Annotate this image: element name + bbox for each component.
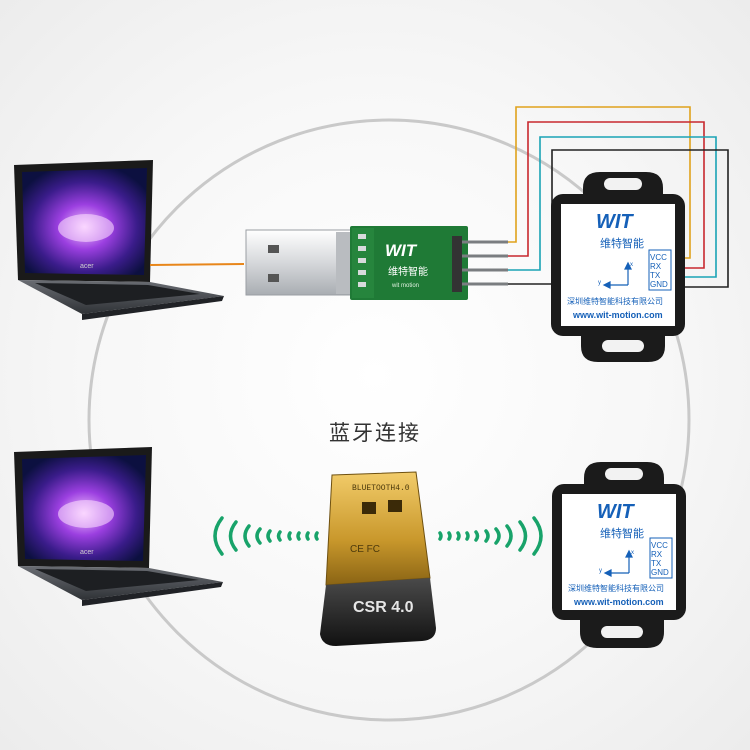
pin-rx-2: RX [651, 550, 663, 559]
axis-x-label-2: x [631, 550, 634, 556]
sensor-top: WIT 维特智能 VCC RX TX GND x y 深圳维特智能科技有限公司 … [551, 172, 685, 362]
adapter-brand-sub: wit motion [391, 283, 419, 289]
usb-cable [149, 263, 245, 266]
sensor-bottom: WIT 维特智能 VCC RX TX GND x y 深圳维特智能科技有限公司 … [552, 462, 686, 648]
sensor-brand-cn-2: 维特智能 [600, 526, 644, 540]
connection-caption: 蓝牙连接 [329, 421, 421, 445]
laptop-brand-label: acer [80, 263, 94, 270]
bluetooth-dongle: BLUETOOTH4.0 CE FC CSR 4.0 [320, 471, 436, 646]
signal-waves-right [438, 516, 543, 556]
dongle-certs: CE FC [350, 544, 380, 555]
pin-vcc-2: VCC [651, 541, 668, 550]
axis-y-label-2: y [599, 568, 602, 574]
pin-rx: RX [650, 262, 662, 271]
usb-ttl-adapter: WIT 维特智能 wit motion [245, 226, 508, 300]
laptop-brand-label-2: acer [80, 549, 94, 556]
pin-vcc: VCC [650, 253, 667, 262]
pin-gnd-2: GND [651, 568, 669, 577]
sensor-company-cn-2: 深圳维特智能科技有限公司 [568, 583, 664, 593]
sensor-logo-2: WIT [597, 501, 635, 523]
dongle-marking: BLUETOOTH4.0 [352, 484, 410, 493]
signal-waves-left [213, 516, 319, 556]
adapter-brand-cn: 维特智能 [388, 265, 428, 278]
laptop-top: acer [14, 160, 224, 320]
laptop-bottom: acer [14, 447, 223, 606]
dongle-model: CSR 4.0 [353, 599, 414, 616]
sensor-website-2: www.wit-motion.com [573, 597, 664, 607]
axis-x-label: x [630, 262, 633, 268]
connection-circle [87, 118, 691, 722]
axes-icon [602, 261, 632, 289]
sensor-company-cn: 深圳维特智能科技有限公司 [567, 296, 663, 306]
pin-gnd: GND [650, 280, 668, 289]
sensor-brand-cn: 维特智能 [600, 236, 644, 250]
pin-tx: TX [650, 271, 661, 280]
adapter-logo: WIT [385, 241, 418, 260]
wire-bundle [508, 106, 729, 288]
sensor-logo: WIT [596, 211, 634, 233]
axis-y-label: y [598, 280, 601, 286]
sensor-website: www.wit-motion.com [572, 310, 663, 320]
pin-tx-2: TX [651, 559, 662, 568]
axes-icon-2 [603, 549, 633, 577]
